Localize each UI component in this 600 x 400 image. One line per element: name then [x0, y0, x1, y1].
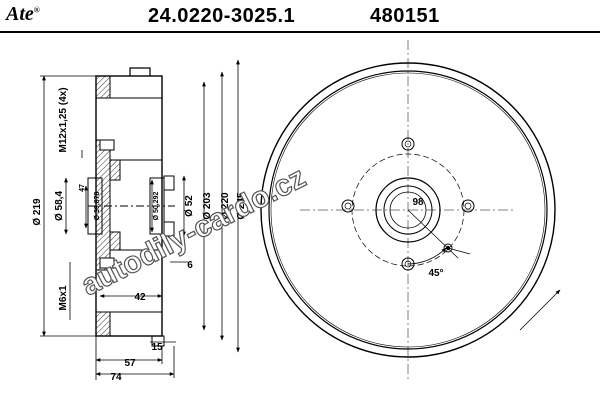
dim-d219: Ø 219	[32, 198, 43, 226]
front-view	[260, 40, 561, 380]
dim-d220: Ø 220	[220, 192, 231, 220]
horizontal-dimension-lines	[95, 261, 188, 380]
vertical-dimension-lines	[40, 59, 240, 353]
dim-d39-878: Ø 39,878	[94, 191, 101, 220]
header-rule	[0, 31, 600, 33]
dim-d203: Ø 203	[202, 192, 213, 220]
dim-len42: 42	[134, 292, 146, 303]
dim-d58-4: Ø 58,4	[54, 191, 65, 221]
ref-number: 480151	[370, 5, 440, 27]
dim-47: 47	[79, 184, 86, 192]
dim-len74: 74	[110, 372, 122, 383]
dim-d245: Ø 245	[236, 192, 247, 220]
dim-pcd: 98	[412, 197, 424, 208]
dim-len57: 57	[124, 358, 136, 369]
front-view-labels: 98 45°	[412, 197, 443, 279]
dim-len15: 15	[151, 342, 163, 353]
dim-thread: M12x1,25 (4x)	[58, 87, 69, 152]
logo-text: Ate	[6, 3, 34, 25]
header: Ate® 24.0220-3025.1 480151	[0, 0, 600, 34]
dim-d50-292: Ø 50,292	[153, 191, 160, 220]
section-view	[87, 67, 175, 347]
dim-angle: 45°	[428, 268, 443, 279]
dim-d52: Ø 52	[184, 195, 195, 217]
dimension-labels: Ø 219 Ø 58,4 47 Ø 39,878 Ø 50,292 Ø 52 Ø…	[32, 87, 247, 383]
ate-logo: Ate®	[6, 3, 40, 25]
dim-len6: 6	[187, 260, 193, 271]
part-number: 24.0220-3025.1	[148, 5, 296, 27]
dim-m6: M6x1	[58, 285, 69, 310]
